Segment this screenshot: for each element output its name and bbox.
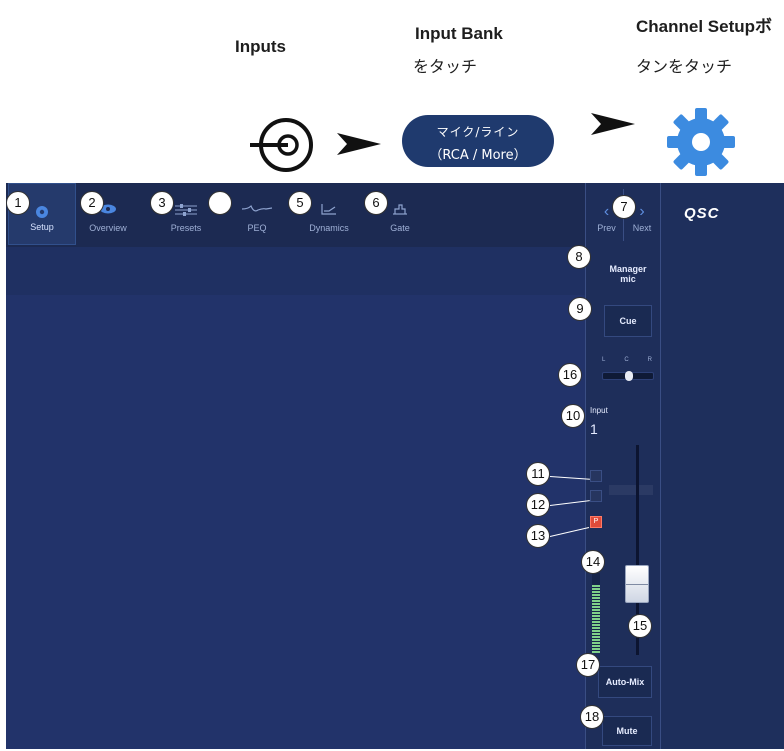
channel-strip	[586, 183, 660, 749]
pan-scale: L C R	[602, 357, 652, 363]
callout-8: 8	[567, 245, 591, 269]
callout-18: 18	[580, 705, 604, 729]
phantom-power-indicator[interactable]: P	[590, 516, 602, 528]
callout-15: 15	[628, 614, 652, 638]
callout-7: 7	[612, 195, 636, 219]
eye-icon	[100, 204, 116, 214]
tab-label: Setup	[30, 222, 54, 232]
tab-label: Dynamics	[309, 223, 349, 233]
mute-button[interactable]: Mute	[602, 716, 652, 746]
channel-header-bar	[6, 247, 585, 295]
callout-3: 3	[150, 191, 174, 215]
callout-12: 12	[526, 493, 550, 517]
next-label: Next	[632, 223, 652, 233]
callout-13: 13	[526, 524, 550, 548]
callout-17: 17	[576, 653, 600, 677]
tab-peq[interactable]: PEQ	[223, 183, 291, 245]
chevron-left-icon: ‹	[603, 203, 610, 220]
auto-mix-button[interactable]: Auto-Mix	[598, 666, 652, 698]
step-channel-setup-label: Channel Setupボ	[636, 17, 773, 36]
gear-icon	[36, 206, 48, 218]
pan-knob[interactable]	[625, 371, 633, 381]
clip-indicator	[590, 490, 602, 502]
step-input-bank-label: Input Bank	[415, 24, 503, 43]
pan-tick-left: L	[602, 357, 606, 363]
tab-label: Gate	[390, 223, 410, 233]
callout-10: 10	[561, 404, 585, 428]
tab-presets[interactable]: Presets	[152, 183, 220, 245]
channel-fader[interactable]	[625, 565, 649, 604]
level-meter	[592, 573, 600, 653]
callout-1: 1	[6, 191, 30, 215]
input-bank-line1: マイク/ライン	[436, 125, 520, 139]
signal-indicator	[590, 470, 602, 482]
callout-9: 9	[568, 297, 592, 321]
input-number: 1	[590, 421, 598, 437]
next-channel-button[interactable]: › Next	[625, 189, 659, 241]
meter-fill	[592, 585, 600, 653]
cue-button[interactable]: Cue	[604, 305, 652, 337]
tab-dynamics[interactable]: Dynamics	[295, 183, 363, 245]
dynamics-icon	[321, 204, 336, 215]
input-bank-button[interactable]: マイク/ライン （RCA / More）	[402, 115, 554, 167]
prev-label: Prev	[597, 223, 616, 233]
gate-icon	[393, 204, 407, 215]
channel-name[interactable]: Manager mic	[609, 264, 647, 284]
arrow-right-icon	[591, 113, 635, 135]
mixer-app-panel: Setup Overview Presets PEQ Dynamics Gate	[6, 183, 784, 749]
tab-gate[interactable]: Gate	[366, 183, 434, 245]
callout-16: 16	[558, 363, 582, 387]
step-channel-setup-instruction: タンをタッチ	[636, 57, 733, 76]
chevron-right-icon: ›	[639, 203, 645, 220]
peq-curve-icon	[242, 204, 272, 212]
input-bank-line2: （RCA / More）	[429, 148, 527, 163]
qsc-logo: QSC	[684, 205, 720, 222]
callout-14: 14	[581, 550, 605, 574]
callout-11: 11	[526, 462, 550, 486]
tab-overview[interactable]: Overview	[74, 183, 142, 245]
step-input-bank-instruction: をタッチ	[413, 57, 478, 76]
tab-label: PEQ	[247, 223, 267, 233]
fader-scale	[609, 485, 653, 495]
arrow-right-icon	[337, 133, 381, 155]
channel-setup-content	[6, 295, 585, 749]
tab-label: Presets	[170, 223, 202, 233]
divider	[660, 183, 661, 749]
callout-5: 5	[288, 191, 312, 215]
brand-column	[661, 183, 784, 749]
callout-2: 2	[80, 191, 104, 215]
step-inputs-label: Inputs	[235, 37, 286, 56]
pan-slider[interactable]	[602, 371, 654, 381]
pan-tick-center: C	[624, 357, 629, 363]
sliders-icon	[175, 204, 197, 216]
fader-track	[636, 445, 639, 655]
pan-tick-right: R	[647, 357, 652, 363]
divider	[585, 183, 586, 749]
inputs-icon[interactable]	[248, 116, 320, 174]
channel-setup-gear-icon[interactable]	[665, 106, 737, 178]
tab-label: Overview	[89, 223, 127, 233]
input-label: Input	[590, 406, 608, 415]
callout-6: 6	[364, 191, 388, 215]
callout-4	[208, 191, 232, 215]
